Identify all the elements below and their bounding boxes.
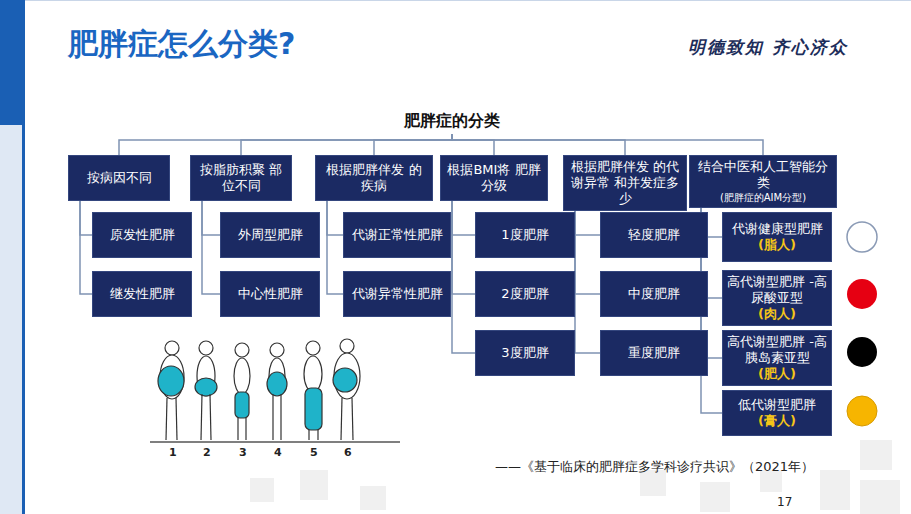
node-text: 低代谢型肥胖 xyxy=(738,397,816,413)
node-text: 按脂肪积聚 部位不同 xyxy=(195,162,287,194)
tree-connector xyxy=(575,211,600,294)
node-text: 外周型肥胖 xyxy=(238,227,303,243)
type-box: 轻度肥胖 xyxy=(600,212,708,258)
side-bar xyxy=(0,0,22,125)
node-text: 肥胖症的分类 xyxy=(404,111,500,132)
corner-blocks xyxy=(250,440,900,514)
node-text: 代谢正常性肥胖 xyxy=(352,227,443,243)
type-box: 中心性肥胖 xyxy=(220,271,320,317)
node-text: 轻度肥胖 xyxy=(628,227,680,243)
side-bar-light xyxy=(0,125,22,514)
motto: 明德致知 齐心济众 xyxy=(688,36,848,59)
node-text: 原发性肥胖 xyxy=(110,227,175,243)
tree-connector xyxy=(575,211,600,353)
page-number: 17 xyxy=(777,495,792,509)
type-box: 中度肥胖 xyxy=(600,271,708,317)
node-text: 代谢异常性肥胖 xyxy=(352,286,443,302)
node-text: 重度肥胖 xyxy=(628,345,680,361)
type-box: 代谢异常性肥胖 xyxy=(343,271,451,317)
body-figures xyxy=(158,339,360,440)
node-text: 2度肥胖 xyxy=(501,286,548,302)
category-box: 根据肥胖伴发 的代谢异常 和并发症多少 xyxy=(563,155,687,211)
node-text: 3度肥胖 xyxy=(501,345,548,361)
type-box: 2度肥胖 xyxy=(475,271,575,317)
type-box: 代谢健康型肥胖(脂人) xyxy=(722,212,832,262)
type-box: 高代谢型肥胖 -高尿酸亚型(肉人) xyxy=(722,270,832,326)
tree-connector xyxy=(202,201,220,294)
node-text: 结合中医和人工智能分类 xyxy=(694,159,832,191)
node-subtext: (肥人) xyxy=(758,366,796,382)
figure-number: 4 xyxy=(274,446,282,459)
node-text: 根据BMI将 肥胖分级 xyxy=(445,162,543,194)
node-text: 1度肥胖 xyxy=(501,227,548,243)
tree-connector xyxy=(202,201,220,235)
tree-connector xyxy=(452,134,763,155)
type-box: 1度肥胖 xyxy=(475,212,575,258)
tree-connector xyxy=(80,201,92,235)
category-box: 根据BMI将 肥胖分级 xyxy=(440,155,548,201)
node-text: 高代谢型肥胖 -高尿酸亚型 xyxy=(727,274,827,306)
root-heading: 肥胖症的分类 xyxy=(372,108,532,134)
figure-number: 1 xyxy=(169,446,177,459)
figure-number: 3 xyxy=(239,446,247,459)
side-line xyxy=(22,0,25,514)
type-box: 继发性肥胖 xyxy=(92,271,192,317)
source-caption: ——《基于临床的肥胖症多学科诊疗共识》（2021年） xyxy=(495,458,814,476)
node-text: 根据肥胖伴发 的疾病 xyxy=(320,162,428,194)
type-box: 代谢正常性肥胖 xyxy=(343,212,451,258)
tree-connector xyxy=(327,201,343,235)
node-text: 中度肥胖 xyxy=(628,286,680,302)
type-circles xyxy=(847,222,877,426)
tree-connector xyxy=(327,201,343,294)
node-subtext: (脂人) xyxy=(758,237,796,253)
node-subtext: (肥胖症的AIM分型) xyxy=(720,191,806,204)
type-box: 原发性肥胖 xyxy=(92,212,192,258)
tree-connector xyxy=(452,201,475,235)
tree-connector xyxy=(575,211,600,235)
tree-connector xyxy=(374,134,452,155)
node-text: 根据肥胖伴发 的代谢异常 和并发症多少 xyxy=(568,159,682,207)
node-text: 按病因不同 xyxy=(87,170,152,186)
type-box: 外周型肥胖 xyxy=(220,212,320,258)
top-border xyxy=(25,0,911,1)
category-box: 按脂肪积聚 部位不同 xyxy=(190,155,292,201)
category-box: 按病因不同 xyxy=(68,155,170,201)
tree-connector xyxy=(80,201,92,294)
node-text: 高代谢型肥胖 -高胰岛素亚型 xyxy=(727,334,827,366)
tree-connector xyxy=(452,134,494,155)
category-box: 结合中医和人工智能分类(肥胖症的AIM分型) xyxy=(689,155,837,208)
node-text: 中心性肥胖 xyxy=(238,286,303,302)
node-subtext: (肉人) xyxy=(758,306,796,322)
figure-number: 2 xyxy=(203,446,211,459)
tree-connector xyxy=(241,134,452,155)
node-subtext: (膏人) xyxy=(758,413,796,429)
type-box: 高代谢型肥胖 -高胰岛素亚型(肥人) xyxy=(722,330,832,386)
slide-title: 肥胖症怎么分类? xyxy=(68,24,295,65)
node-text: 代谢健康型肥胖 xyxy=(732,221,823,237)
ground-line xyxy=(150,441,400,443)
type-box: 3度肥胖 xyxy=(475,330,575,376)
figure-number: 5 xyxy=(310,446,318,459)
tree-connector xyxy=(119,134,452,155)
node-text: 继发性肥胖 xyxy=(110,286,175,302)
tree-connector xyxy=(452,201,475,353)
tree-connector xyxy=(452,201,475,294)
category-box: 根据肥胖伴发 的疾病 xyxy=(315,155,433,201)
tree-connector xyxy=(452,134,625,155)
type-box: 低代谢型肥胖(膏人) xyxy=(722,390,832,436)
figure-number: 6 xyxy=(344,446,352,459)
type-box: 重度肥胖 xyxy=(600,330,708,376)
